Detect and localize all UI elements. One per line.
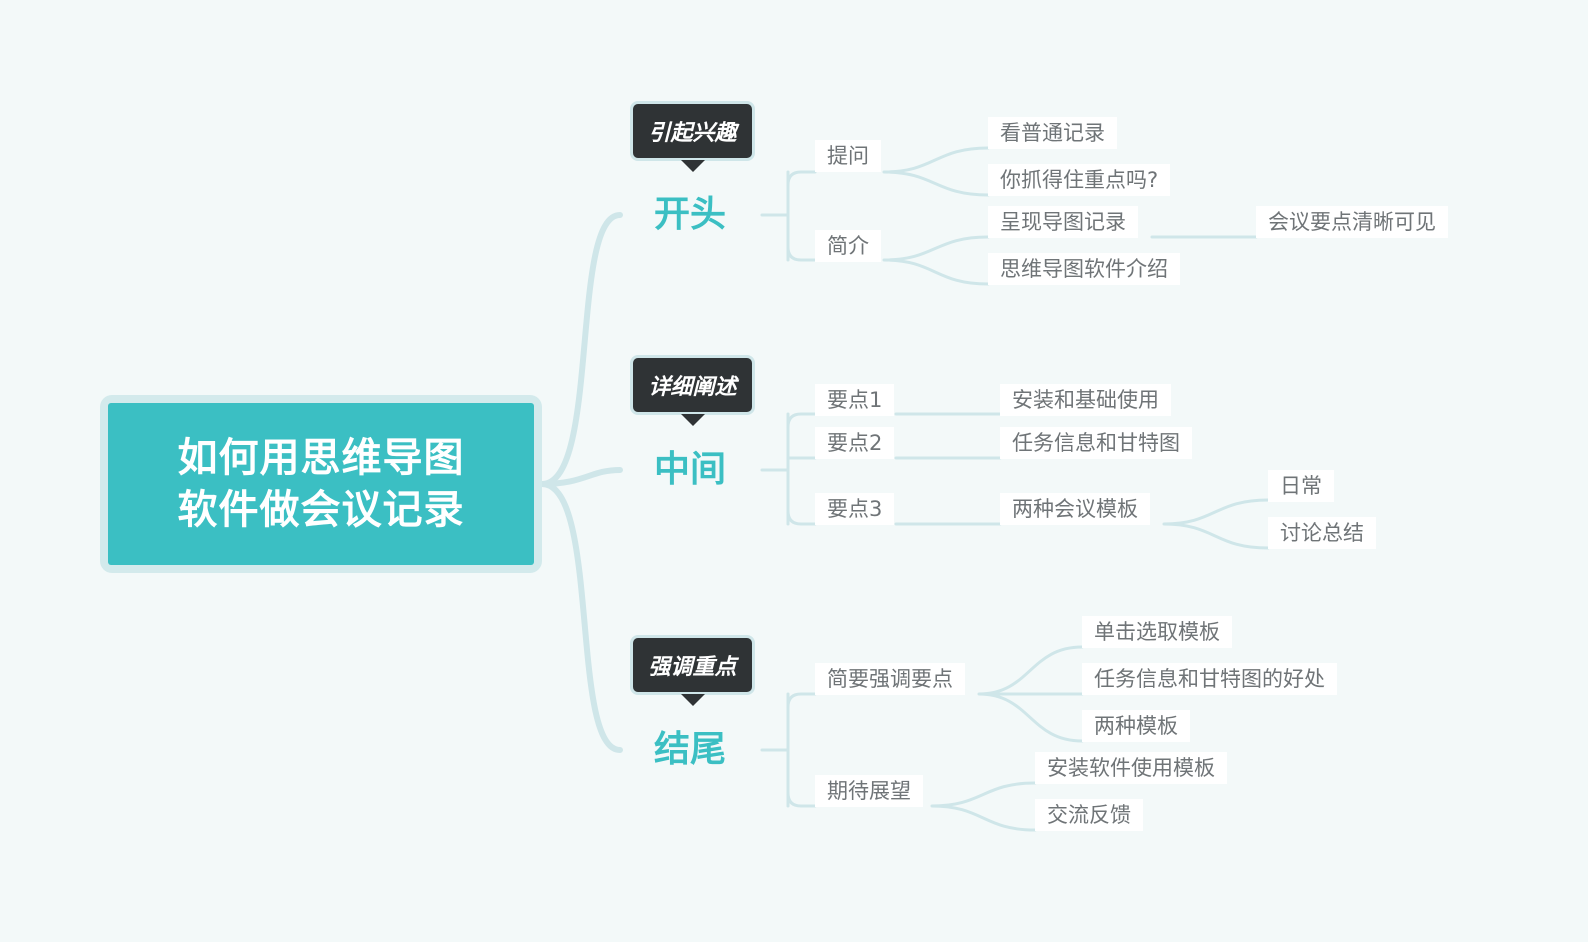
subtopic-install-use-template[interactable]: 安装软件使用模板 — [1035, 752, 1227, 784]
subtopic-click-select-template[interactable]: 单击选取模板 — [1082, 616, 1232, 648]
connector-ending-trunk — [760, 692, 790, 808]
connector-opening-trunk — [760, 170, 790, 262]
connector-middle-trunk — [760, 412, 790, 526]
subtopic-brief-emphasis[interactable]: 简要强调要点 — [815, 663, 965, 695]
subtopic-discussion-summary[interactable]: 讨论总结 — [1268, 517, 1376, 549]
connector-root-opening — [539, 212, 623, 487]
connector-summary-children — [977, 645, 1084, 743]
subtopic-tasks-gantt[interactable]: 任务信息和甘特图 — [1000, 427, 1192, 459]
connector-middle-point1 — [786, 412, 817, 429]
branch-topic-opening[interactable]: 开头 — [653, 194, 726, 235]
root-topic[interactable]: 如何用思维导图 软件做会议记录 — [100, 395, 542, 573]
subtopic-daily[interactable]: 日常 — [1268, 470, 1334, 502]
connector-middle-point3 — [786, 509, 817, 526]
subtopic-install-basics[interactable]: 安装和基础使用 — [1000, 384, 1171, 416]
branch-topic-middle[interactable]: 中间 — [653, 449, 726, 490]
connector-ending-outlook — [786, 791, 817, 808]
subtopic-show-mindmap-notes[interactable]: 呈现导图记录 — [988, 206, 1138, 238]
connector-intro-children — [882, 235, 990, 286]
subtopic-point-1[interactable]: 要点1 — [815, 384, 895, 416]
connector-root-ending — [539, 481, 623, 753]
root-topic-label: 如何用思维导图 软件做会议记录 — [108, 403, 534, 565]
subtopic-outlook[interactable]: 期待展望 — [815, 775, 923, 807]
subtopic-point-3[interactable]: 要点3 — [815, 493, 895, 525]
callout-tag-opening[interactable]: 引起兴趣 — [630, 101, 755, 172]
subtopic-two-templates[interactable]: 两种会议模板 — [1000, 493, 1150, 525]
subtopic-view-normal-notes[interactable]: 看普通记录 — [988, 117, 1117, 149]
subtopic-point-2[interactable]: 要点2 — [815, 427, 895, 459]
subtopic-software-intro[interactable]: 思维导图软件介绍 — [988, 253, 1180, 285]
connector-root-middle — [539, 467, 623, 487]
branch-topic-ending[interactable]: 结尾 — [653, 729, 726, 770]
connector-opening-intro — [786, 245, 817, 262]
subtopic-exchange-feedback[interactable]: 交流反馈 — [1035, 799, 1143, 831]
subtopic-key-points-clear[interactable]: 会议要点清晰可见 — [1256, 206, 1448, 238]
subtopic-gantt-benefits[interactable]: 任务信息和甘特图的好处 — [1082, 663, 1337, 695]
callout-tag-middle[interactable]: 详细阐述 — [630, 355, 755, 426]
subtopic-question[interactable]: 提问 — [815, 140, 881, 172]
connector-ending-summary — [786, 692, 817, 709]
connector-question-children — [882, 146, 990, 197]
connector-templates-children — [1162, 498, 1270, 550]
subtopic-intro[interactable]: 简介 — [815, 230, 881, 262]
connector-opening-question — [786, 170, 817, 187]
connector-outlook-children — [930, 781, 1037, 832]
subtopic-catch-key-points[interactable]: 你抓得住重点吗? — [988, 164, 1171, 196]
subtopic-two-templates-ending[interactable]: 两种模板 — [1082, 710, 1190, 742]
callout-tag-ending[interactable]: 强调重点 — [630, 635, 755, 706]
